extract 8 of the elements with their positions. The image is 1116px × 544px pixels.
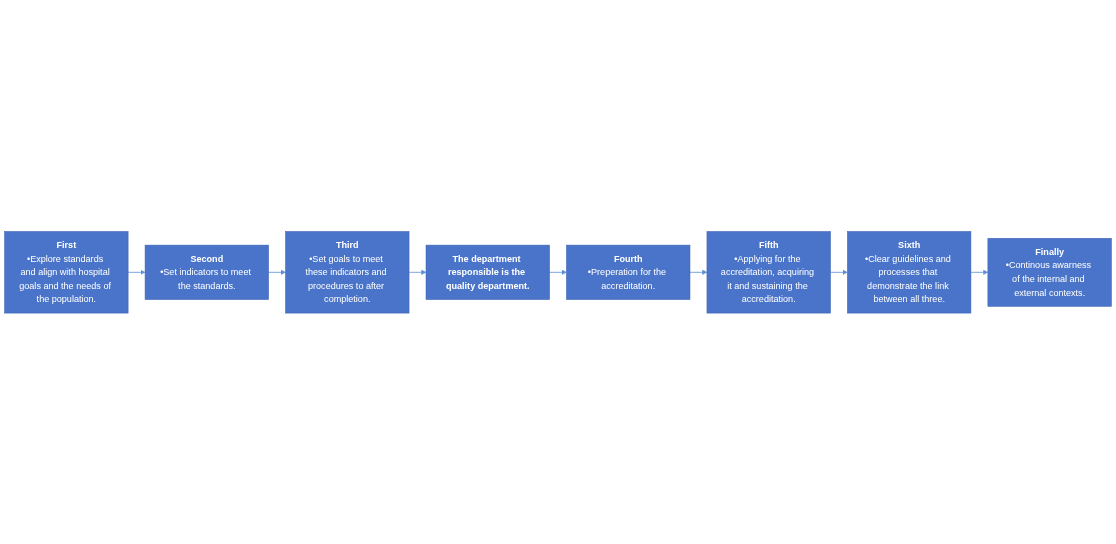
node-box: The department responsible is the quality department. (425, 244, 550, 300)
node-box: Third •Set goals to meet these indicators and procedures to after completion. (285, 230, 410, 314)
node-box: Second •Set indicators to meet the standards. (144, 244, 269, 300)
node-box: Fifth •Applying for the accreditation, acquiring it and sustaining the accreditation. (706, 230, 831, 314)
node-box: First •Explore standards and align with hospital goals and the needs of the population. (4, 230, 129, 314)
node-box: Fourth •Preperation for the accreditation. (566, 244, 691, 300)
node-box: Finally •Continous awarness of the internal and external contexts. (987, 237, 1112, 307)
node-box: Sixth •Clear guidelines and processes that demonstrate the link between all three. (847, 230, 972, 314)
